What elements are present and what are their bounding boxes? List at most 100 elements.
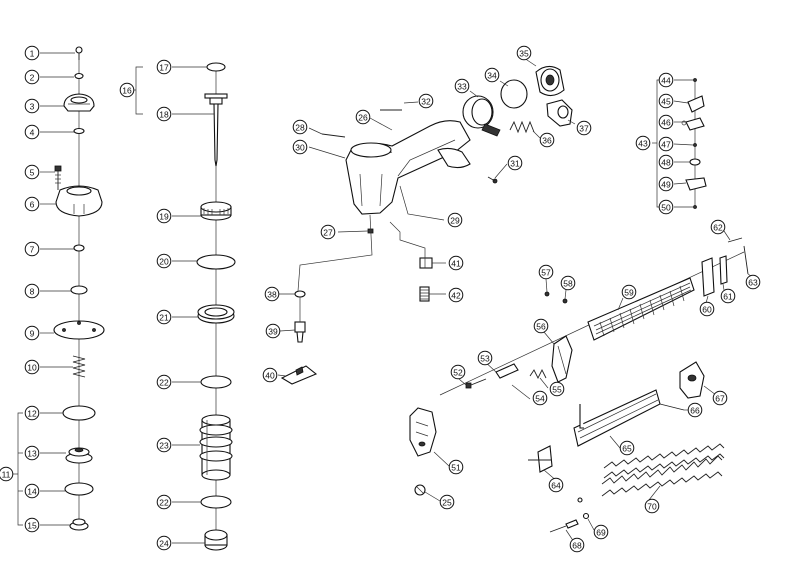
- part-22-oring-upper: [200, 375, 232, 389]
- callout-22: 22: [156, 494, 172, 510]
- part-65-magazine: [573, 389, 661, 447]
- callout-circle: [448, 287, 464, 303]
- callout-46: 46: [658, 114, 674, 130]
- callout-number: 6: [30, 200, 35, 210]
- callout-70: 70: [644, 498, 660, 514]
- callout-circle: [24, 283, 40, 299]
- callout-number: 56: [536, 322, 546, 332]
- callout-circle: [24, 98, 40, 114]
- callout-9: 9: [24, 325, 40, 341]
- callout-21: 21: [156, 309, 172, 325]
- callout-circle: [619, 440, 635, 456]
- callout-circle: [156, 106, 172, 122]
- callout-circle: [156, 535, 172, 551]
- callout-number: 28: [295, 123, 305, 133]
- callout-circle: [439, 494, 455, 510]
- part-67-end-cover: [679, 361, 705, 399]
- part-59-magazine-track: [587, 277, 695, 341]
- callout-circle: [119, 82, 135, 98]
- callout-number: 68: [572, 541, 582, 551]
- callout-48: 48: [658, 154, 674, 170]
- part-38-oring: [294, 290, 306, 298]
- callout-circle: [712, 390, 728, 406]
- callout-63: 63: [745, 274, 761, 290]
- callout-45: 45: [658, 93, 674, 109]
- callout-circle: [549, 381, 565, 397]
- callout-20: 20: [156, 253, 172, 269]
- callout-circle: [745, 274, 761, 290]
- callout-circle: [24, 45, 40, 61]
- callout-number: 36: [542, 136, 552, 146]
- callout-circle: [538, 264, 554, 280]
- callout-circle: [533, 318, 549, 334]
- part-19-head-valve: [200, 201, 232, 221]
- callout-number: 17: [159, 63, 169, 73]
- callout-15: 15: [24, 517, 40, 533]
- callout-number: 61: [723, 292, 733, 302]
- part-37-valve: [546, 99, 573, 127]
- callout-number: 19: [159, 212, 169, 222]
- callout-circle: [24, 325, 40, 341]
- callout-number: 58: [563, 279, 573, 289]
- callout-33: 33: [454, 78, 470, 94]
- callout-number: 27: [323, 228, 333, 238]
- callout-number: 39: [268, 327, 278, 337]
- callout-circle: [658, 72, 674, 88]
- part-4-oring: [73, 127, 85, 135]
- callout-54: 54: [532, 390, 548, 406]
- part-66-pin: [659, 403, 685, 411]
- callout-number: 22: [159, 498, 169, 508]
- callout-circle: [658, 114, 674, 130]
- callout-11: 11: [0, 466, 14, 482]
- callout-number: 30: [295, 143, 305, 153]
- callout-circle: [448, 255, 464, 271]
- callout-circle: [539, 132, 555, 148]
- callout-circle: [156, 437, 172, 453]
- part-61-plate: [719, 255, 728, 285]
- callout-7: 7: [24, 241, 40, 257]
- callout-64: 64: [548, 477, 564, 493]
- callout-circle: [516, 45, 532, 61]
- part-39-fitting: [294, 321, 306, 343]
- callout-circle: [24, 359, 40, 375]
- callout-68: 68: [569, 537, 585, 553]
- part-51-nose-piece: [409, 407, 437, 457]
- callout-number: 62: [713, 223, 723, 233]
- callout-number: 42: [451, 291, 461, 301]
- callout-18: 18: [156, 106, 172, 122]
- callout-circle: [355, 109, 371, 125]
- part-28-pin: [321, 133, 346, 138]
- callout-circle: [24, 164, 40, 180]
- part-68-rod: [549, 519, 579, 533]
- callout-23: 23: [156, 437, 172, 453]
- part-18-driver: [204, 93, 228, 167]
- part-6-cylinder-cap: [55, 185, 103, 217]
- callout-56: 56: [533, 318, 549, 334]
- callout-67: 67: [712, 390, 728, 406]
- callout-circle: [569, 537, 585, 553]
- callout-number: 59: [624, 288, 634, 298]
- callout-24: 24: [156, 535, 172, 551]
- callout-32: 32: [418, 93, 434, 109]
- callout-60: 60: [699, 301, 715, 317]
- callout-circle: [548, 477, 564, 493]
- callout-circle: [699, 301, 715, 317]
- part-35-end-cap: [535, 65, 565, 97]
- callout-number: 63: [748, 278, 758, 288]
- callout-circle: [156, 253, 172, 269]
- callout-62: 62: [710, 219, 726, 235]
- callout-6: 6: [24, 196, 40, 212]
- callout-number: 15: [27, 521, 37, 531]
- callout-number: 11: [2, 470, 11, 480]
- callout-circle: [24, 483, 40, 499]
- part-34-oring: [500, 79, 528, 109]
- magazine-assembly: [409, 230, 752, 543]
- part-2-washer: [74, 72, 84, 80]
- callout-12: 12: [24, 405, 40, 421]
- callout-circle: [156, 59, 172, 75]
- part-1-screw: [75, 46, 83, 60]
- callout-number: 49: [661, 180, 671, 190]
- part-60-plate: [701, 257, 715, 297]
- callout-number: 1: [30, 49, 35, 59]
